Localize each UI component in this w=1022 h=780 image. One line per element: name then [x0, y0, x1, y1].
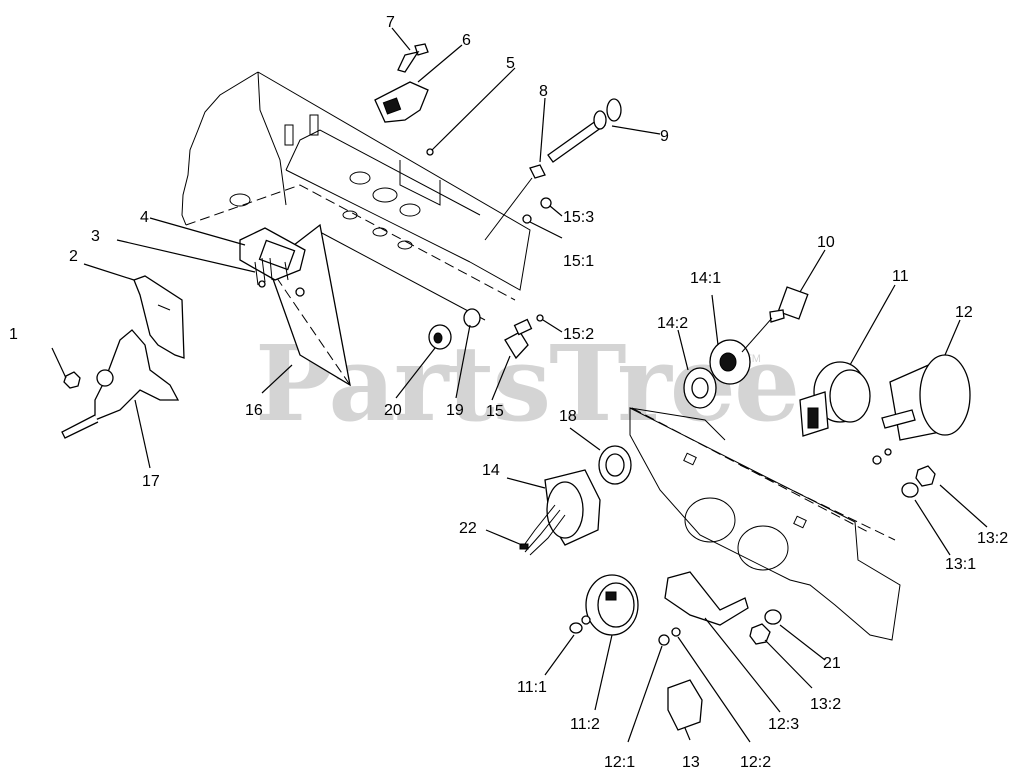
part-18-washer: [598, 445, 632, 485]
callout-17: 17: [142, 473, 160, 490]
console-bracket: [181, 71, 531, 321]
callout-15-1: 15:1: [563, 253, 594, 270]
callout-18: 18: [559, 408, 577, 425]
callout-16: 16: [245, 402, 263, 419]
part-22-harness: [519, 504, 566, 556]
callout-19: 19: [446, 402, 464, 419]
part-2-bracket: [133, 275, 185, 359]
callout-13-2a: 13:2: [977, 530, 1008, 547]
callout-11: 11: [892, 268, 909, 285]
part-12-1-nut: [658, 634, 670, 646]
callout-12-2: 12:2: [740, 754, 771, 771]
part-15-3-cap: [540, 197, 552, 209]
callout-9: 9: [660, 128, 669, 145]
part-15-knob: [504, 318, 533, 360]
callout-7: 7: [386, 14, 395, 31]
callout-11-2: 11:2: [570, 716, 600, 733]
callout-14-1: 14:1: [690, 270, 721, 287]
part-small-nut: [872, 455, 882, 465]
callout-15: 15: [486, 403, 504, 420]
callout-14-2: 14:2: [657, 315, 688, 332]
part-13-2-nut: [915, 465, 936, 487]
part-12-3-clip: [664, 571, 749, 626]
part-15-1-washer: [522, 214, 532, 224]
part-7-bolt: [397, 43, 429, 73]
part-5-nut: [426, 148, 434, 156]
part-11-1-nut: [569, 622, 583, 634]
part-4-switch: [239, 227, 306, 297]
callout-4: 4: [140, 209, 149, 226]
part-13-1-washer: [901, 482, 919, 498]
part-15-2-clip: [536, 314, 544, 322]
part-11-2-bezel: [585, 574, 639, 636]
callout-14: 14: [482, 462, 500, 479]
callout-8: 8: [539, 83, 548, 100]
part-17-lever: [61, 329, 180, 439]
callout-labels: 1 2 3 4 5 6 7 8 9 10 11 12 13 13:1 13:2 …: [9, 14, 1008, 771]
callout-12: 12: [955, 304, 973, 321]
part-9-pin: [547, 98, 622, 163]
callout-5: 5: [506, 55, 515, 72]
part-20-nut: [428, 324, 452, 350]
part-10-key: [741, 286, 809, 353]
part-14-meter: [544, 469, 601, 546]
callout-1: 1: [9, 326, 18, 343]
callout-12-3: 12:3: [768, 716, 799, 733]
callout-13-1: 13:1: [945, 556, 976, 573]
callout-15-2: 15:2: [563, 326, 594, 343]
callout-3: 3: [91, 228, 100, 245]
callout-20: 20: [384, 402, 402, 419]
callout-22: 22: [459, 520, 477, 537]
part-6-knob: [374, 81, 429, 123]
part-1-nut: [63, 371, 81, 389]
part-13-relay: [667, 679, 703, 731]
callout-2: 2: [69, 248, 78, 265]
part-12-2-washer: [671, 627, 681, 637]
part-11-ignition: [799, 361, 871, 437]
callout-10: 10: [817, 234, 835, 251]
callout-15-3: 15:3: [563, 209, 594, 226]
part-14-1-nut: [709, 339, 751, 385]
callout-12-1: 12:1: [604, 754, 635, 771]
callout-11-1: 11:1: [517, 679, 547, 696]
leader-lines: [51, 27, 988, 743]
callout-21: 21: [823, 655, 841, 672]
part-21-washer: [764, 609, 782, 625]
part-13-2-lower-nut: [749, 623, 771, 645]
dash-panel: [629, 407, 901, 641]
part-19-washer: [463, 308, 481, 328]
part-8-bolt: [484, 164, 546, 241]
callout-13-2b: 13:2: [810, 696, 841, 713]
callout-6: 6: [462, 32, 471, 49]
callout-13: 13: [682, 754, 700, 771]
part-12-gauge: [881, 354, 971, 441]
